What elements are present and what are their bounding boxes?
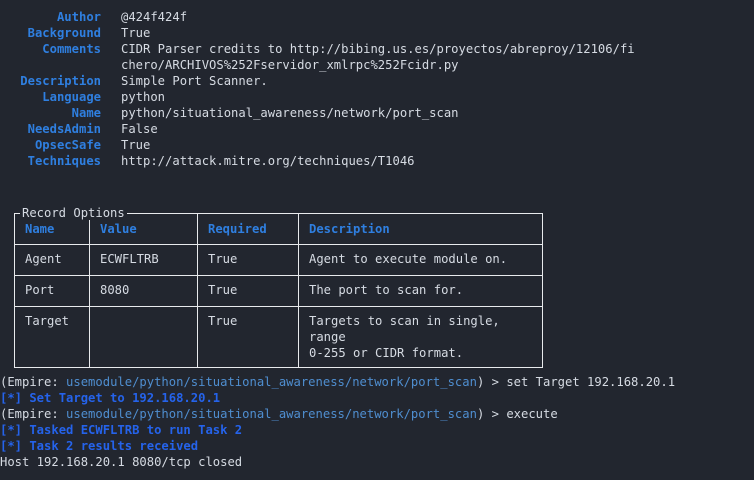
info-row-language: Language python: [0, 89, 754, 105]
prompt-suffix: ) >: [476, 407, 507, 421]
console-output: (Empire: usemodule/python/situational_aw…: [0, 374, 754, 470]
info-row-description: Description Simple Port Scanner.: [0, 73, 754, 89]
info-label-language: Language: [42, 90, 101, 104]
info-row-techniques: Techniques http://attack.mitre.org/techn…: [0, 153, 754, 169]
info-value-techniques: http://attack.mitre.org/techniques/T1046: [121, 154, 415, 168]
info-label-author: Author: [56, 10, 101, 24]
info-value-background: True: [121, 26, 151, 40]
info-row-opsecsafe: OpsecSafe True: [0, 137, 754, 153]
console-command-set-target: set Target 192.168.20.1: [506, 375, 676, 389]
column-header-value: Value: [89, 213, 198, 245]
info-value-needsadmin: False: [121, 122, 158, 136]
cell-option-required: True: [197, 244, 299, 276]
console-status-tasked: [*] Tasked ECWFLTRB to run Task 2: [0, 423, 243, 437]
info-value-comments: CIDR Parser credits to http://bibing.us.…: [121, 42, 635, 56]
prompt-prefix: (Empire:: [0, 375, 67, 389]
cell-option-value: ECWFLTRB: [89, 244, 198, 276]
info-value-description: Simple Port Scanner.: [121, 74, 268, 88]
info-row-author: Author @424f424f: [0, 9, 754, 25]
console-prompt-line-1[interactable]: (Empire: usemodule/python/situational_aw…: [0, 374, 754, 390]
cell-option-name: Target: [14, 306, 90, 368]
info-label-opsecsafe: OpsecSafe: [34, 138, 101, 152]
module-info-block: Author @424f424f Background True Comment…: [0, 9, 754, 169]
cell-option-required: True: [197, 306, 299, 368]
info-value-opsecsafe: True: [121, 138, 151, 152]
column-header-description: Description: [298, 213, 543, 245]
info-label-needsadmin: NeedsAdmin: [27, 122, 101, 136]
cell-option-required: True: [197, 275, 299, 307]
info-row-comments: Comments CIDR Parser credits to http://b…: [0, 41, 754, 57]
console-output-host-result: Host 192.168.20.1 8080/tcp closed: [0, 455, 243, 469]
info-row-name: Name python/situational_awareness/networ…: [0, 105, 754, 121]
info-value-name: python/situational_awareness/network/por…: [121, 106, 459, 120]
record-options-title: Record Options: [20, 206, 127, 220]
console-command-execute: execute: [506, 407, 558, 421]
record-options-panel: Record Options Name Value Required Descr…: [14, 206, 543, 368]
console-status-set-target: [*] Set Target to 192.168.20.1: [0, 391, 221, 405]
info-label-comments: Comments: [42, 42, 101, 56]
cell-option-description: Agent to execute module on.: [298, 244, 543, 276]
prompt-module-path: usemodule/python/situational_awareness/n…: [66, 375, 477, 389]
info-value-author: @424f424f: [121, 10, 188, 24]
console-status-results-received: [*] Task 2 results received: [0, 439, 199, 453]
prompt-prefix: (Empire:: [0, 407, 67, 421]
info-row-needsadmin: NeedsAdmin False: [0, 121, 754, 137]
cell-option-name: Agent: [14, 244, 90, 276]
info-label-description: Description: [20, 74, 101, 88]
cell-option-name: Port: [14, 275, 90, 307]
table-row: Agent ECWFLTRB True Agent to execute mod…: [14, 244, 543, 276]
cell-option-value: [89, 306, 198, 368]
prompt-suffix: ) >: [476, 375, 507, 389]
cell-option-value: 8080: [89, 275, 198, 307]
info-label-techniques: Techniques: [27, 154, 101, 168]
cell-option-description: Targets to scan in single, range 0-255 o…: [298, 306, 543, 368]
info-value-language: python: [121, 90, 166, 104]
record-options-table: Name Value Required Description Agent EC…: [14, 213, 543, 368]
info-label-name: Name: [71, 106, 101, 120]
table-header-row: Name Value Required Description: [14, 213, 543, 245]
console-prompt-line-2[interactable]: (Empire: usemodule/python/situational_aw…: [0, 406, 754, 422]
column-header-required: Required: [197, 213, 299, 245]
table-row: Target True Targets to scan in single, r…: [14, 306, 543, 368]
cell-option-description: The port to scan for.: [298, 275, 543, 307]
info-row-background: Background True: [0, 25, 754, 41]
table-row: Port 8080 True The port to scan for.: [14, 275, 543, 307]
prompt-module-path: usemodule/python/situational_awareness/n…: [66, 407, 477, 421]
info-label-background: Background: [27, 26, 101, 40]
info-value-comments-continued: chero/ARCHIVOS%252Fservidor_xmlrpc%252Fc…: [121, 58, 459, 72]
